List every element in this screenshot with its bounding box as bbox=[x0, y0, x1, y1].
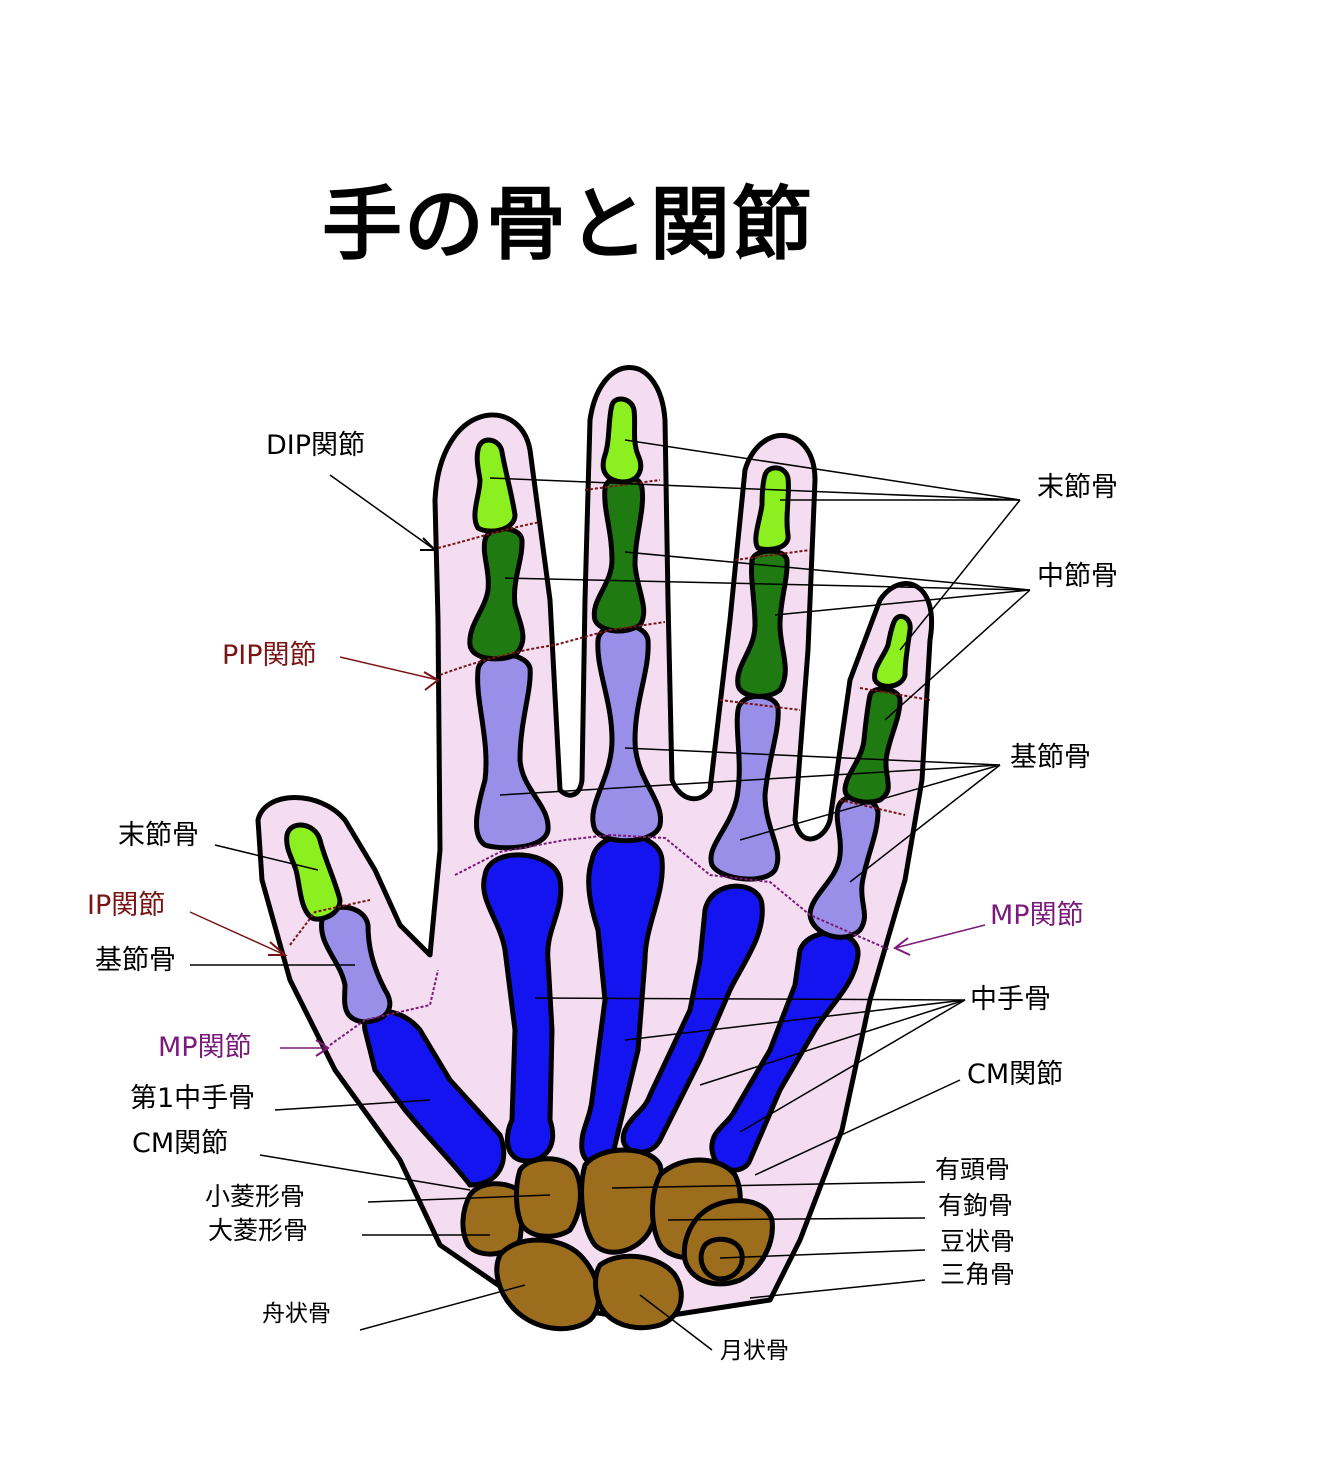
leader-lunate bbox=[639, 1294, 713, 1351]
pip-joint-line-5 bbox=[839, 799, 906, 816]
leader-cm-fingers bbox=[754, 1079, 961, 1176]
leader-distal-2 bbox=[624, 439, 1021, 501]
leader-dip-joint bbox=[329, 474, 436, 551]
ip-joint-line-thumb bbox=[289, 899, 371, 946]
arrow-head-mp-fingers bbox=[893, 937, 911, 956]
proximal-phalanges bbox=[319, 622, 881, 1025]
label-dip-joint: DIP関節 bbox=[266, 430, 366, 461]
leader-distal-thumb bbox=[214, 844, 319, 871]
dip-joint-line-3 bbox=[584, 479, 661, 491]
arrow-head-pip bbox=[423, 671, 440, 691]
leader-ip-thumb bbox=[189, 911, 286, 956]
label-ip-joint: IP関節 bbox=[87, 890, 166, 921]
trapezoid-bone bbox=[514, 1156, 583, 1239]
mp-joint-line-fingers bbox=[454, 833, 891, 951]
distal-phalanges bbox=[284, 396, 913, 922]
label-cm-joint-thumb: CM関節 bbox=[132, 1128, 229, 1159]
leader-metacarpal-1 bbox=[534, 997, 966, 1001]
label-distal-phalanx-fingers: 末節骨 bbox=[1037, 472, 1118, 503]
proximal-phalanx-thumb bbox=[319, 904, 393, 1025]
metacarpal-bones bbox=[362, 833, 861, 1188]
arrow-head-ip bbox=[268, 941, 288, 956]
label-distal-phalanx-thumb: 末節骨 bbox=[118, 820, 199, 851]
page-title: 手の骨と関節 bbox=[322, 178, 814, 271]
pip-joint-line bbox=[439, 621, 666, 676]
leader-proximal-4 bbox=[849, 764, 1001, 883]
label-metacarpal: 中手骨 bbox=[970, 984, 1051, 1015]
dip-joint-line-5 bbox=[859, 687, 931, 701]
leader-first-metacarpal bbox=[274, 1099, 431, 1111]
arrow-head-mp-thumb bbox=[315, 1039, 330, 1057]
leader-scaphoid bbox=[359, 1284, 526, 1331]
leader-metacarpal-4 bbox=[739, 999, 966, 1133]
leader-proximal-2 bbox=[624, 747, 1001, 766]
middle-phalanx-2 bbox=[467, 526, 526, 662]
leader-triquetrum bbox=[749, 1279, 926, 1299]
label-pisiform: 豆状骨 bbox=[940, 1227, 1016, 1256]
label-mp-joint-thumb: MP関節 bbox=[158, 1032, 252, 1063]
arrow-head-dip bbox=[420, 537, 438, 551]
label-trapezium: 大菱形骨 bbox=[208, 1216, 309, 1245]
arrow-heads bbox=[268, 537, 911, 1057]
label-first-metacarpal: 第1中手骨 bbox=[130, 1083, 256, 1114]
leader-pip-joint bbox=[339, 656, 439, 681]
label-capitate: 有頭骨 bbox=[935, 1155, 1011, 1184]
leader-pisiform bbox=[719, 1249, 926, 1259]
label-pip-joint: PIP関節 bbox=[222, 640, 317, 671]
proximal-phalanx-5 bbox=[807, 794, 881, 940]
label-lunate: 月状骨 bbox=[720, 1338, 789, 1364]
middle-phalanx-4 bbox=[735, 548, 790, 699]
distal-phalanx-5 bbox=[872, 613, 913, 689]
label-hamate: 有鉤骨 bbox=[938, 1191, 1014, 1220]
label-proximal-phalanx-thumb: 基節骨 bbox=[95, 945, 176, 976]
capitate-bone bbox=[579, 1147, 665, 1255]
mp-joint-line-thumb bbox=[329, 969, 439, 1046]
distal-phalanx-4 bbox=[753, 465, 791, 552]
metacarpal-4 bbox=[620, 883, 765, 1155]
leader-middle-3 bbox=[774, 589, 1031, 616]
leader-proximal-3 bbox=[739, 764, 1001, 841]
label-mp-joint-fingers: MP関節 bbox=[990, 900, 1084, 931]
leader-middle-4 bbox=[884, 589, 1031, 721]
leader-middle-1 bbox=[504, 577, 1031, 591]
pisiform-bone bbox=[698, 1236, 745, 1282]
leader-distal-1 bbox=[489, 477, 1021, 501]
leader-capitate bbox=[611, 1181, 926, 1189]
leader-mp-fingers bbox=[894, 924, 986, 949]
leader-proximal-1 bbox=[499, 764, 1001, 796]
label-scaphoid: 舟状骨 bbox=[262, 1301, 331, 1327]
dip-joint-line bbox=[437, 521, 541, 549]
distal-phalanx-thumb bbox=[284, 822, 343, 922]
distal-phalanx-3 bbox=[600, 396, 644, 485]
label-cm-joint-fingers: CM関節 bbox=[967, 1059, 1064, 1090]
pip-joint-line-4 bbox=[719, 699, 801, 711]
carpal-bones bbox=[460, 1147, 775, 1332]
metacarpal-2 bbox=[481, 852, 564, 1164]
joint-lines bbox=[289, 479, 931, 1046]
distal-phalanx-2 bbox=[472, 437, 518, 534]
label-trapezoid: 小菱形骨 bbox=[205, 1182, 306, 1211]
dip-joint-line-4 bbox=[734, 549, 811, 561]
leader-hamate bbox=[667, 1217, 926, 1221]
label-middle-phalanx: 中節骨 bbox=[1037, 561, 1118, 592]
leader-metacarpal-2 bbox=[624, 999, 966, 1041]
proximal-phalanx-2 bbox=[474, 652, 551, 851]
leader-trapezoid bbox=[367, 1194, 551, 1203]
leader-cm-thumb bbox=[259, 1154, 471, 1191]
leader-middle-2 bbox=[624, 551, 1031, 591]
label-triquetrum: 三角骨 bbox=[940, 1260, 1016, 1289]
scaphoid-bone bbox=[494, 1237, 602, 1332]
label-proximal-phalanx-fingers: 基節骨 bbox=[1010, 742, 1091, 773]
leader-lines bbox=[189, 439, 1031, 1351]
leader-metacarpal-3 bbox=[699, 999, 966, 1086]
leader-distal-4 bbox=[899, 499, 1021, 651]
